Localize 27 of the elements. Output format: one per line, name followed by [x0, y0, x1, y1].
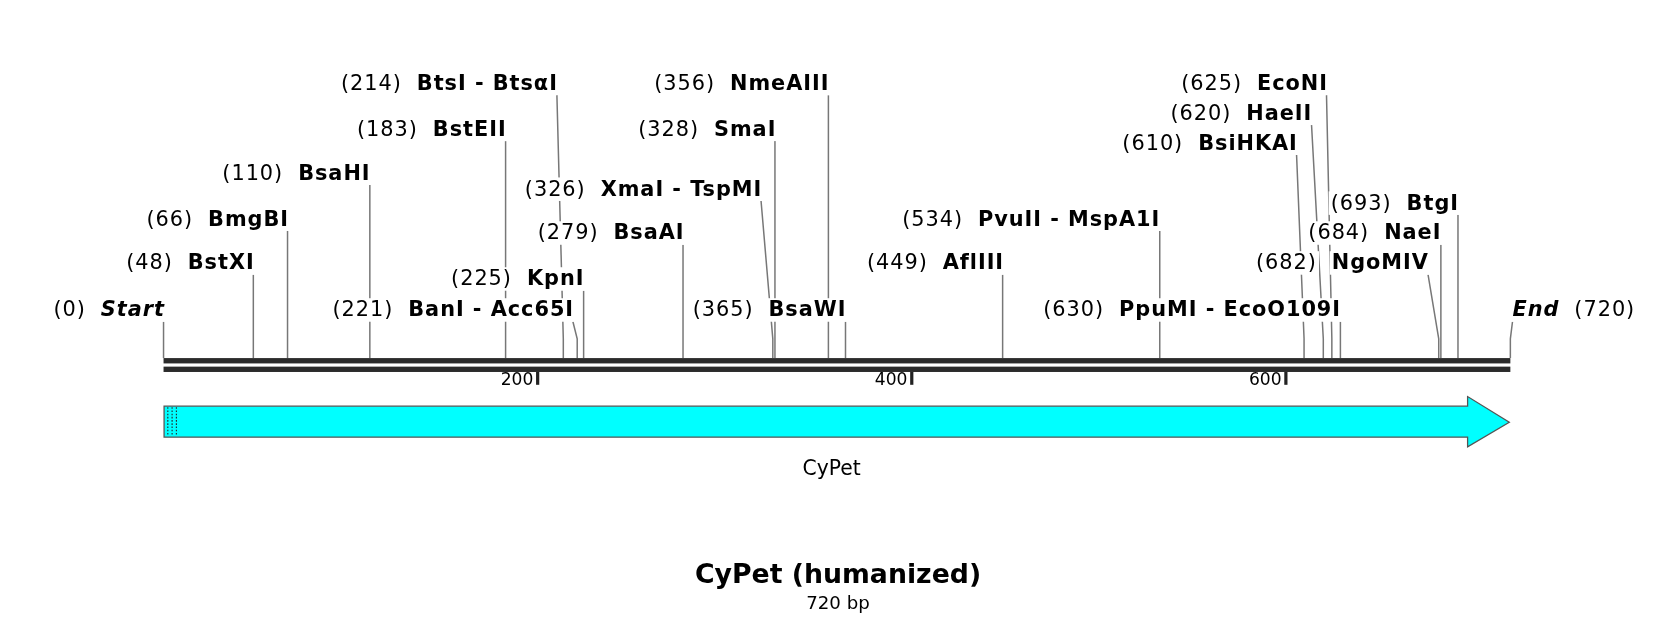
- leader-line: [827, 94, 830, 359]
- leader-line: [682, 244, 684, 359]
- leader-line: [252, 273, 255, 359]
- leader-line: [162, 321, 165, 359]
- ruler-number: 600: [1248, 369, 1282, 390]
- leader-line: [1440, 244, 1442, 359]
- caption: 720 bp: [805, 591, 871, 615]
- enzyme-name: AflIII: [940, 251, 1007, 275]
- leader-line: [1001, 273, 1004, 359]
- leader-line: [774, 140, 776, 359]
- title: CyPet (humanized): [693, 557, 983, 591]
- ruler-number: 400: [874, 369, 908, 390]
- feature-label: CyPet: [801, 455, 862, 479]
- enzyme-name: BsaWI: [766, 298, 849, 322]
- dna-backbone: [163, 358, 1511, 372]
- enzyme-name: NgoMIV: [1329, 251, 1431, 275]
- sequence-start-label: Start: [98, 298, 168, 322]
- leader-line: [1457, 214, 1459, 359]
- leader-line: [582, 290, 585, 359]
- ruler-number: 200: [500, 369, 534, 390]
- sequence-end-label: End: [1510, 298, 1562, 322]
- leader-line: [1427, 273, 1440, 359]
- leader-line: [286, 230, 289, 359]
- leader-line: [844, 321, 847, 359]
- leader-line: [572, 321, 578, 359]
- leader-line: [1339, 321, 1342, 359]
- leader-line: [1509, 321, 1514, 359]
